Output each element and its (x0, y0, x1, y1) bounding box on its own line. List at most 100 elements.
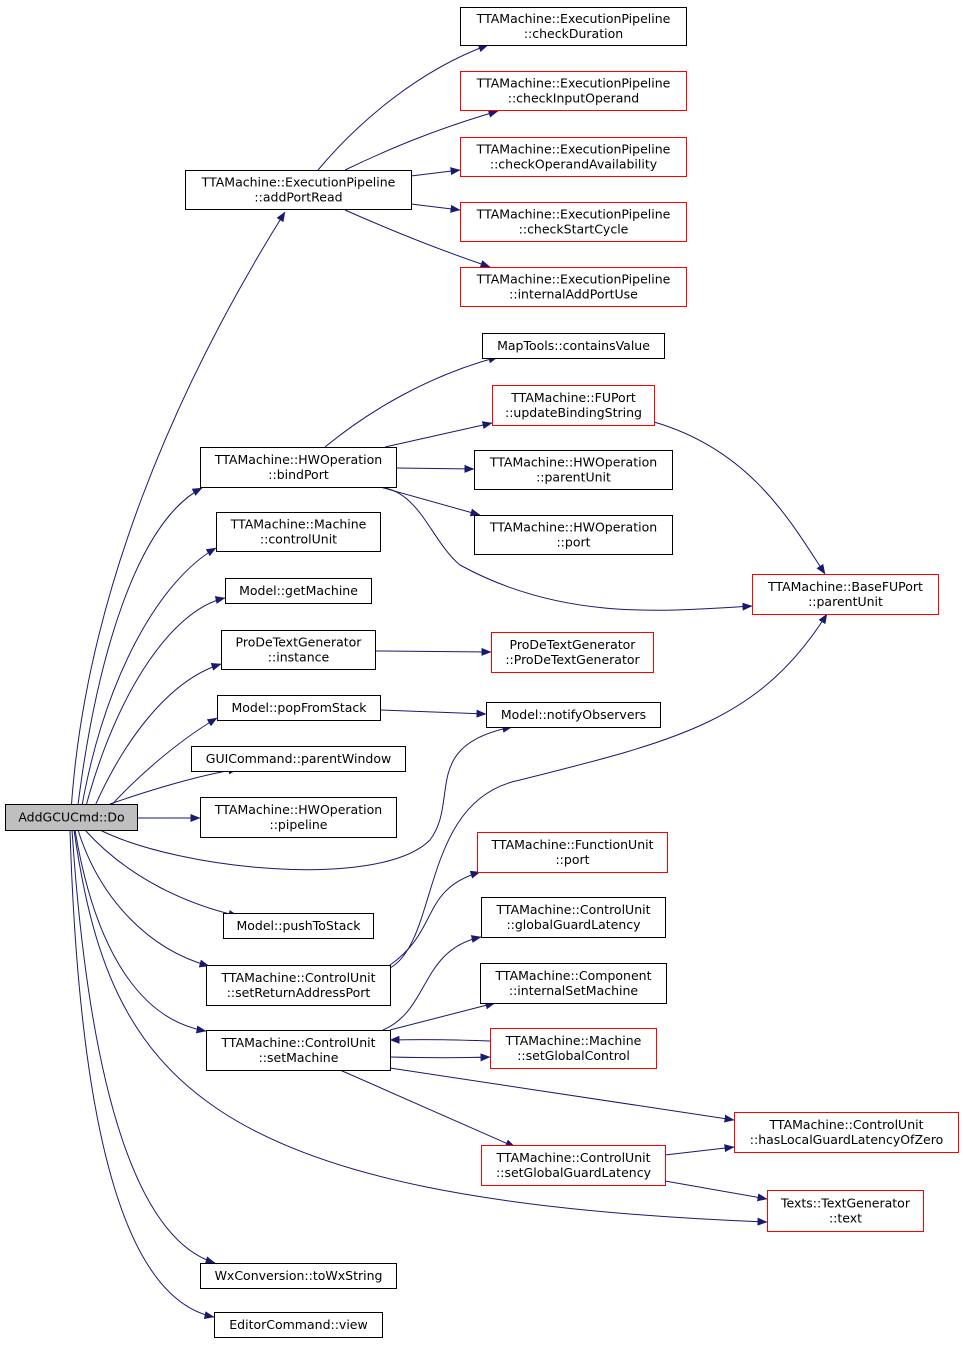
node-checkStartCycle[interactable]: TTAMachine::ExecutionPipeline::checkStar… (460, 202, 687, 242)
node-popFromStack[interactable]: Model::popFromStack (217, 695, 381, 721)
node-label-line: TTAMachine::ExecutionPipeline (201, 175, 396, 190)
node-box[interactable] (185, 170, 412, 210)
node-box[interactable] (214, 1312, 383, 1338)
node-box[interactable] (191, 746, 406, 772)
edge-setMachine-to-internalSetMachine (389, 1001, 496, 1031)
node-baseParentUnit[interactable]: TTAMachine::BaseFUPort::parentUnit (752, 574, 939, 615)
node-label-line: TTAMachine::ExecutionPipeline (476, 272, 671, 287)
node-box[interactable] (460, 202, 687, 242)
node-box[interactable] (752, 574, 939, 615)
edge-root-to-controlUnit (77, 547, 217, 831)
node-internalSetMachine[interactable]: TTAMachine::Component::internalSetMachin… (480, 963, 667, 1004)
node-box[interactable] (206, 1030, 391, 1071)
node-hwPort[interactable]: TTAMachine::HWOperation::port (474, 515, 673, 555)
node-box[interactable] (460, 71, 687, 111)
node-box[interactable] (200, 447, 397, 488)
node-getMachine[interactable]: Model::getMachine (225, 578, 372, 604)
edge-setGlobalGuardLatency-to-textText (664, 1180, 768, 1202)
node-box[interactable] (474, 450, 673, 490)
node-box[interactable] (477, 832, 668, 873)
node-setReturnAddressPort[interactable]: TTAMachine::ControlUnit::setReturnAddres… (206, 965, 391, 1006)
node-box[interactable] (217, 695, 381, 721)
node-box[interactable] (200, 1263, 397, 1289)
node-controlUnit[interactable]: TTAMachine::Machine::controlUnit (216, 512, 381, 552)
node-label-line: TTAMachine::ControlUnit (495, 902, 650, 917)
node-hasLocalGuardLatencyOfZero[interactable]: TTAMachine::ControlUnit::hasLocalGuardLa… (734, 1112, 959, 1153)
node-label-line: TTAMachine::Component (495, 968, 652, 983)
node-box[interactable] (216, 512, 381, 552)
node-box[interactable] (206, 965, 391, 1006)
node-label-line: TTAMachine::HWOperation (214, 452, 382, 467)
node-label-line: Model::getMachine (239, 583, 358, 598)
node-label-line: ::checkInputOperand (508, 91, 640, 106)
node-internalAddPortUse[interactable]: TTAMachine::ExecutionPipeline::internalA… (460, 267, 687, 307)
node-textText[interactable]: Texts::TextGenerator::text (767, 1190, 924, 1232)
node-label-line: ::parentUnit (808, 594, 883, 609)
node-box[interactable] (767, 1190, 924, 1232)
node-checkInputOperand[interactable]: TTAMachine::ExecutionPipeline::checkInpu… (460, 71, 687, 111)
node-label-line: ::setGlobalControl (517, 1048, 630, 1063)
node-parentWindow[interactable]: GUICommand::parentWindow (191, 746, 406, 772)
node-fuPort[interactable]: TTAMachine::FunctionUnit::port (477, 832, 668, 873)
node-box[interactable] (482, 333, 665, 359)
node-checkOperandAvailability[interactable]: TTAMachine::ExecutionPipeline::checkOper… (460, 137, 687, 177)
node-box[interactable] (460, 137, 687, 177)
node-box[interactable] (481, 897, 666, 938)
edge-root-to-setMachine (74, 829, 207, 1034)
node-box[interactable] (480, 963, 667, 1004)
node-label-line: ::addPortRead (254, 190, 342, 205)
node-setGlobalControl[interactable]: TTAMachine::Machine::setGlobalControl (490, 1028, 657, 1069)
node-box[interactable] (490, 1028, 657, 1069)
node-label-line: EditorCommand::view (229, 1317, 367, 1332)
node-box[interactable] (221, 630, 376, 670)
edge-setReturnAddressPort-to-fuPort (389, 870, 481, 966)
node-checkDuration[interactable]: TTAMachine::ExecutionPipeline::checkDura… (460, 7, 687, 46)
node-box[interactable] (734, 1112, 959, 1153)
node-label-line: ProDeTextGenerator (510, 637, 637, 652)
node-box[interactable] (486, 702, 661, 728)
node-label-line: WxConversion::toWxString (215, 1268, 383, 1283)
node-label-line: ::ProDeTextGenerator (505, 652, 640, 667)
node-box[interactable] (200, 797, 397, 838)
node-box[interactable] (5, 804, 138, 831)
node-setMachine[interactable]: TTAMachine::ControlUnit::setMachine (206, 1030, 391, 1071)
node-root[interactable]: AddGCUCmd::Do (5, 804, 138, 831)
node-label-line: TTAMachine::Machine (505, 1033, 642, 1048)
node-bindPort[interactable]: TTAMachine::HWOperation::bindPort (200, 447, 397, 488)
edge-setGlobalControl-to-setMachine (389, 1035, 491, 1044)
edge-setMachine-to-hasLocalGuardLatencyOfZero (389, 1067, 735, 1123)
node-hwParentUnit[interactable]: TTAMachine::HWOperation::parentUnit (474, 450, 673, 490)
node-label-line: ::controlUnit (260, 532, 337, 547)
node-label-line: ::setMachine (259, 1050, 339, 1065)
node-pushToStack[interactable]: Model::pushToStack (223, 913, 374, 939)
node-box[interactable] (492, 385, 655, 426)
node-label-line: ::internalSetMachine (509, 983, 639, 998)
node-instance[interactable]: ProDeTextGenerator::instance (221, 630, 376, 670)
node-label-line: TTAMachine::FunctionUnit (491, 837, 654, 852)
node-setGlobalGuardLatency[interactable]: TTAMachine::ControlUnit::setGlobalGuardL… (481, 1145, 666, 1186)
node-box[interactable] (491, 632, 654, 673)
node-addPortRead[interactable]: TTAMachine::ExecutionPipeline::addPortRe… (185, 170, 412, 210)
node-containsValue[interactable]: MapTools::containsValue (482, 333, 665, 359)
node-prodeCtor[interactable]: ProDeTextGenerator::ProDeTextGenerator (491, 632, 654, 673)
node-label-line: TTAMachine::BaseFUPort (767, 579, 923, 594)
node-label-line: ::bindPort (268, 467, 329, 482)
node-box[interactable] (481, 1145, 666, 1186)
node-box[interactable] (225, 578, 372, 604)
edge-root-to-toWxString (71, 829, 216, 1265)
node-globalGuardLatency[interactable]: TTAMachine::ControlUnit::globalGuardLate… (481, 897, 666, 938)
node-label-line: Model::popFromStack (231, 700, 367, 715)
node-updateBindingString[interactable]: TTAMachine::FUPort::updateBindingString (492, 385, 655, 426)
node-label-line: MapTools::containsValue (497, 338, 650, 353)
node-label-line: Model::pushToStack (236, 918, 361, 933)
node-box[interactable] (223, 913, 374, 939)
node-box[interactable] (460, 7, 687, 46)
node-box[interactable] (474, 515, 673, 555)
node-toWxString[interactable]: WxConversion::toWxString (200, 1263, 397, 1289)
node-notifyObservers[interactable]: Model::notifyObservers (486, 702, 661, 728)
node-pipeline[interactable]: TTAMachine::HWOperation::pipeline (200, 797, 397, 838)
edges-layer (69, 44, 828, 1320)
node-view[interactable]: EditorCommand::view (214, 1312, 383, 1338)
node-box[interactable] (460, 267, 687, 307)
